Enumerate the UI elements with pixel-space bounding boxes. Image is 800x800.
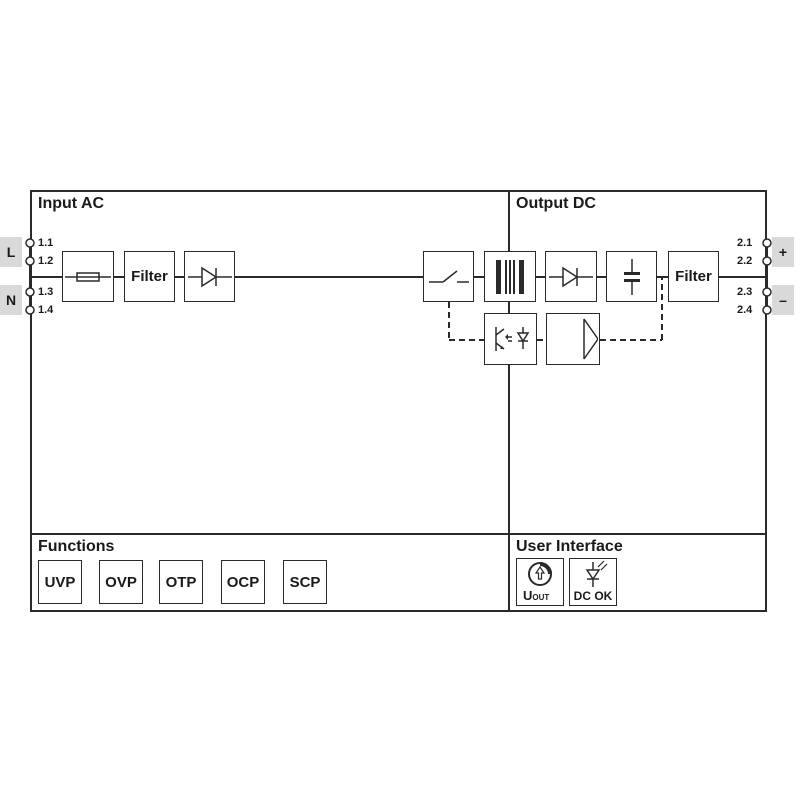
transformer-block xyxy=(484,251,536,302)
uout-main-text: U xyxy=(523,588,533,603)
uout-label: UOUT xyxy=(523,588,549,603)
terminal-circle xyxy=(762,287,772,297)
diode-icon xyxy=(187,266,232,287)
uout-sub-text: OUT xyxy=(532,593,550,602)
terminal-circle xyxy=(762,238,772,248)
diagram-frame xyxy=(30,190,767,612)
terminal-circle xyxy=(762,256,772,266)
input-ac-title: Input AC xyxy=(38,195,105,212)
terminal-circle xyxy=(25,305,35,315)
switch-icon xyxy=(428,269,469,283)
pin-1-2: 1.2 xyxy=(38,255,54,267)
pin-2-4: 2.4 xyxy=(737,304,753,316)
function-otp: OTP xyxy=(159,560,203,604)
section-divider-horizontal xyxy=(30,533,767,535)
pin-2-2: 2.2 xyxy=(737,255,753,267)
output-dc-title: Output DC xyxy=(516,195,596,212)
pin-1-1: 1.1 xyxy=(38,237,54,249)
user-interface-title: User Interface xyxy=(516,538,623,555)
function-ovp: OVP xyxy=(99,560,143,604)
terminal-circle xyxy=(25,238,35,248)
terminal-circle xyxy=(25,287,35,297)
potentiometer-icon xyxy=(528,562,552,586)
function-uvp: UVP xyxy=(38,560,82,604)
switch-block xyxy=(423,251,474,302)
terminal-circle xyxy=(25,256,35,266)
dc-ok-indicator: DC OK xyxy=(569,558,617,606)
rectifier-block xyxy=(184,251,235,302)
pin-2-3: 2.3 xyxy=(737,286,753,298)
fuse-icon xyxy=(65,271,111,282)
pin-1-3: 1.3 xyxy=(38,286,54,298)
section-divider-vertical xyxy=(508,190,510,612)
pin-2-1: 2.1 xyxy=(737,237,753,249)
capacitor-block xyxy=(606,251,657,302)
terminal-label-L: L xyxy=(0,237,22,267)
terminal-circle xyxy=(762,305,772,315)
capacitor-icon xyxy=(623,258,640,295)
optocoupler-icon xyxy=(494,327,529,351)
function-ocp: OCP xyxy=(221,560,265,604)
controller-icon xyxy=(583,318,598,360)
output-filter-block: Filter xyxy=(668,251,719,302)
fuse-block xyxy=(62,251,114,302)
diode-icon xyxy=(549,266,593,287)
terminal-label-minus: – xyxy=(772,285,794,315)
terminal-label-N: N xyxy=(0,285,22,315)
controller-block xyxy=(546,313,600,365)
function-scp: SCP xyxy=(283,560,327,604)
pin-1-4: 1.4 xyxy=(38,304,54,316)
led-icon xyxy=(585,560,608,587)
output-rectifier-block xyxy=(545,251,597,302)
uout-adjust-control: UOUT xyxy=(516,558,564,606)
terminal-label-plus: + xyxy=(772,237,794,267)
functions-title: Functions xyxy=(38,538,115,555)
optocoupler-block xyxy=(484,313,537,365)
input-filter-block: Filter xyxy=(124,251,175,302)
dc-ok-label: DC OK xyxy=(573,589,613,603)
transformer-icon xyxy=(496,259,524,294)
